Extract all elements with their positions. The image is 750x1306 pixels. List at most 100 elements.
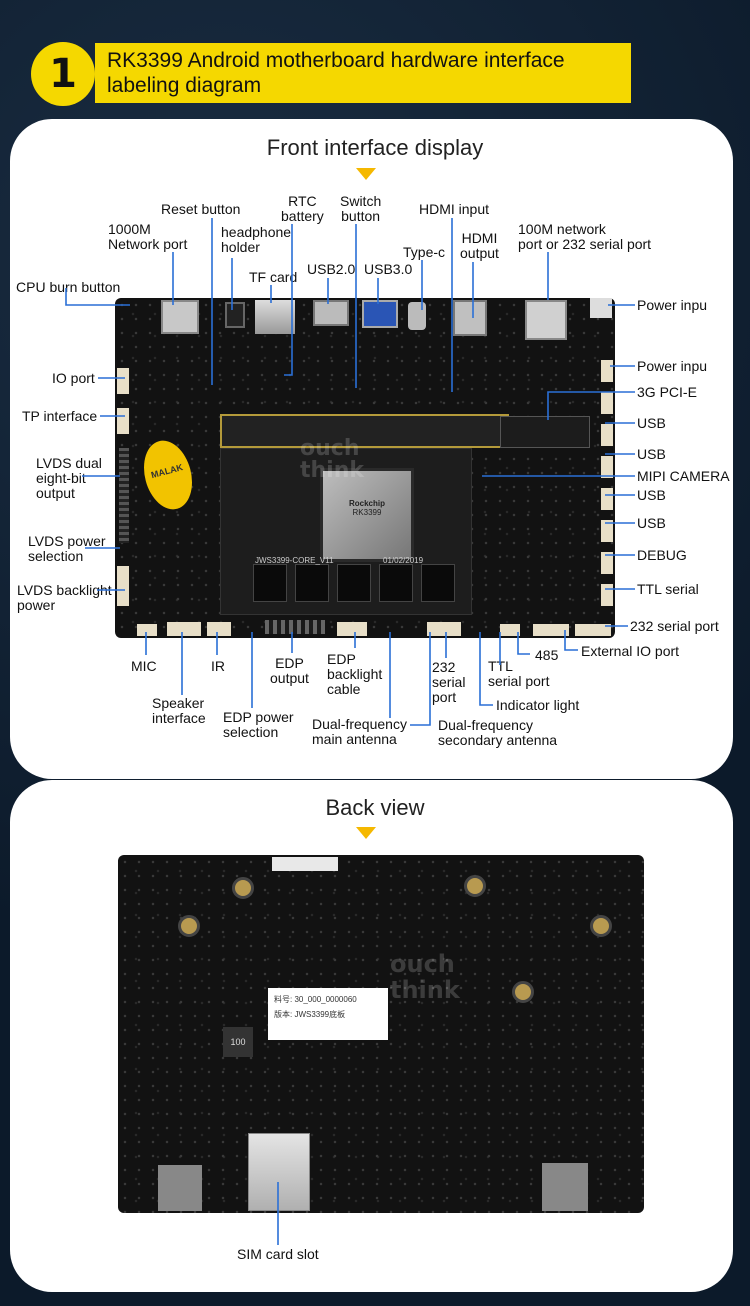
mounting-hole (512, 981, 534, 1003)
front-pcb-board: Rockchip RK3399 JWS3399-CORE_V11 01/02/2… (115, 298, 615, 638)
back-brand-watermark: ouch think (390, 951, 460, 1003)
headphone-jack (225, 302, 245, 328)
ram-chip (253, 564, 287, 602)
label-df-sec-1: Dual-frequency (438, 717, 533, 733)
external-io-connector (533, 624, 569, 636)
label-reset-button: Reset button (161, 201, 241, 217)
mounting-hole (464, 875, 486, 897)
back-view-title: Back view (325, 795, 425, 820)
label-tp-interface: TP interface (22, 408, 98, 424)
label-100m-1: 100M network (518, 221, 606, 237)
mounting-hole (232, 877, 254, 899)
label-100m-2: port or 232 serial port (518, 236, 652, 252)
mounting-hole (178, 915, 200, 937)
label-lvds-dual-1: LVDS dual (36, 455, 102, 471)
label-df-main-2: main antenna (312, 731, 397, 747)
label-rtc-battery-2: battery (281, 208, 324, 224)
part-label-sticker: 料号: 30_000_0000060 版本: JWS3399底板 (268, 988, 388, 1040)
label-debug: DEBUG (637, 547, 687, 563)
label-ttl-serial-right: TTL serial (637, 581, 699, 597)
label-edp-backlight-2: backlight (327, 666, 383, 682)
label-df-main-1: Dual-frequency (312, 716, 407, 732)
label-io-port: IO port (52, 370, 95, 386)
label-type-c: Type-c (403, 244, 446, 260)
label-lvds-backlight-1: LVDS backlight (17, 582, 112, 598)
label-edp-power-2: selection (223, 724, 279, 740)
rtc-coin-battery: MALAK (136, 435, 200, 515)
brand-watermark: ouch think (300, 438, 364, 482)
label-usb-3: USB (637, 487, 666, 503)
label-hdmi-output-1: HDMI (461, 230, 498, 246)
speaker-connector (167, 622, 201, 636)
back-brand-2: think (390, 976, 460, 1004)
brand-text-2: think (300, 458, 365, 483)
label-edp-power-1: EDP power (223, 709, 294, 725)
title-line-1: RK3399 Android motherboard hardware inte… (107, 49, 565, 72)
label-usb-2: USB (637, 446, 666, 462)
label-lvds-power-1: LVDS power (28, 533, 106, 549)
back-title-arrow-icon (356, 827, 376, 839)
label-headphone-2: holder (221, 239, 260, 255)
sticker-line-2: 版本: JWS3399底板 (274, 1010, 346, 1019)
label-tf-card: TF card (249, 269, 298, 285)
label-lvds-dual-3: output (36, 485, 75, 501)
core-date-text: 01/02/2019 (383, 556, 424, 565)
type-c-port (408, 302, 426, 330)
back-ethernet-port (158, 1165, 202, 1211)
right-edge-connectors (601, 360, 613, 610)
label-speaker-1: Speaker (152, 695, 205, 711)
label-cpu-burn: CPU burn button (16, 279, 121, 295)
core-board-text: JWS3399-CORE_V11 (255, 556, 334, 565)
label-hdmi-input: HDMI input (419, 201, 490, 217)
left-io-connectors (117, 368, 129, 448)
ram-chip (379, 564, 413, 602)
edp-output-connector (265, 620, 325, 634)
label-usb2: USB2.0 (307, 261, 356, 277)
back-brand-1: ouch (390, 950, 455, 978)
battery-text: MALAK (149, 462, 184, 481)
ram-chip (337, 564, 371, 602)
mounting-hole (590, 915, 612, 937)
ram-chip (421, 564, 455, 602)
label-mic: MIC (131, 658, 157, 674)
label-switch-button-1: Switch (340, 193, 382, 209)
serial-232-right-connector (575, 624, 611, 636)
label-edp-backlight-3: cable (327, 681, 361, 697)
tf-card-slot (255, 300, 295, 334)
gigabit-ethernet-port (161, 300, 199, 334)
step-number-badge: 1 (31, 42, 95, 106)
lvds-backlight-connector (117, 566, 129, 606)
label-external-io: External IO port (581, 643, 680, 659)
label-lvds-power-2: selection (28, 548, 84, 564)
label-edp-backlight-1: EDP (327, 651, 356, 667)
label-232-b-2: serial (432, 674, 466, 690)
label-mipi-camera: MIPI CAMERA (637, 468, 730, 484)
label-speaker-2: interface (152, 710, 206, 726)
brand-text-1: ouch (300, 436, 360, 461)
label-usb-4: USB (637, 515, 666, 531)
inductor: 100 (223, 1027, 253, 1057)
title-line-2: labeling diagram (107, 74, 262, 97)
sim-card-slot (248, 1133, 310, 1211)
rk3399-soc-chip: Rockchip RK3399 (320, 468, 414, 562)
connector-485 (500, 624, 520, 636)
label-usb-1: USB (637, 415, 666, 431)
chip-brand-text: Rockchip (348, 499, 385, 508)
front-view-title: Front interface display (266, 135, 484, 160)
label-edp-output-1: EDP (275, 655, 304, 671)
label-485: 485 (535, 647, 559, 663)
label-indicator-light: Indicator light (496, 697, 580, 713)
label-ttl-b-2: serial port (488, 673, 550, 689)
label-lvds-backlight-2: power (17, 597, 56, 613)
label-edp-output-2: output (270, 670, 309, 686)
